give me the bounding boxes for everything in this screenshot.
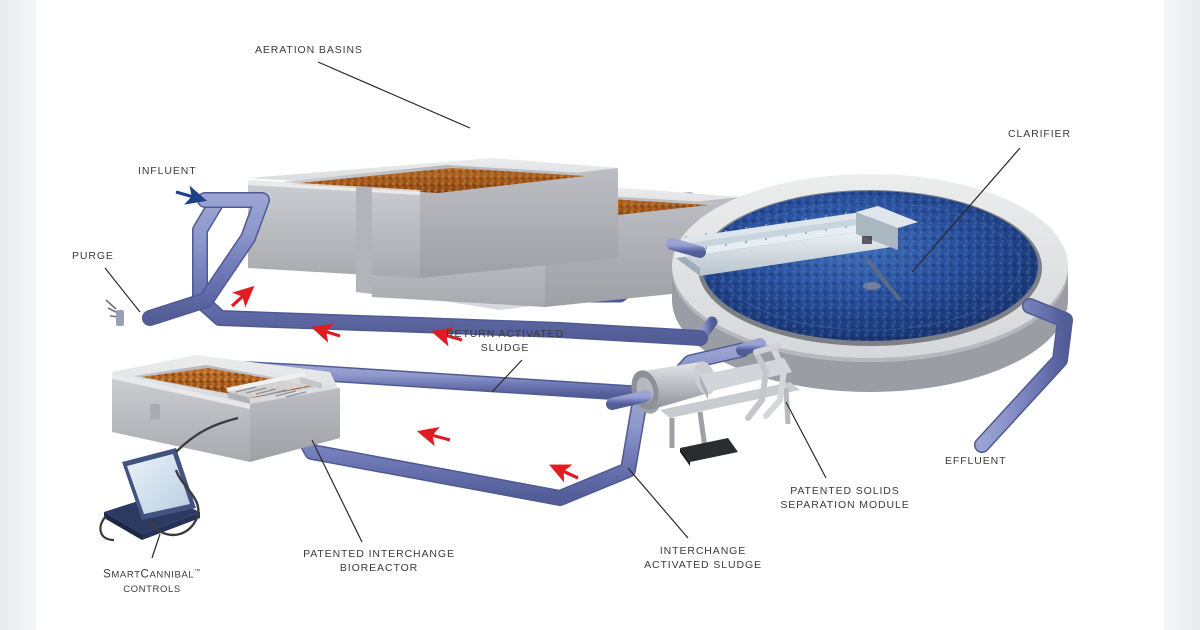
purge-pipe [105,299,157,326]
ras-arrow-1 [230,285,255,308]
trademark-symbol: ™ [194,569,201,575]
label-bioreactor-line1: PATENTED INTERCHANGE [303,548,455,560]
leader-ias [627,467,689,539]
flow-arrows [175,185,579,483]
solids-separation-module [606,343,800,466]
clarifier-bridge [676,206,918,276]
label-solids-line1: PATENTED SOLIDS [790,485,900,497]
label-purge: PURGE [72,250,114,262]
ias-arrow-2 [549,464,579,483]
label-patented-interchange-bioreactor: PATENTED INTERCHANGE BIOREACTOR [303,548,455,575]
label-controls-brand: SMARTCANNIBAL™ [103,565,201,583]
smartcannibal-controls-laptop [99,416,239,542]
ras-arrow-2 [310,323,341,343]
brand-s: S [103,568,112,581]
leader-aeration-basins [317,61,471,129]
aeration-basin-1 [248,158,620,294]
brand-c: C [140,568,150,581]
ras-arrow-3 [430,327,463,347]
label-smartcannibal-controls: SMARTCANNIBAL™ CONTROLS [103,565,201,597]
influent-pipe [142,192,270,326]
label-return-activated-sludge: RETURN ACTIVATED SLUDGE [446,328,564,355]
influent-arrow [175,185,208,205]
letterbox-right [1164,0,1200,630]
label-ias-line2: ACTIVATED SLUDGE [644,558,762,571]
leader-purge [104,267,141,313]
label-solids-line2: SEPARATION MODULE [780,498,910,511]
label-interchange-activated-sludge: INTERCHANGE ACTIVATED SLUDGE [644,545,762,572]
leader-bioreactor [311,439,363,543]
label-aeration-basins: AERATION BASINS [255,44,363,56]
bioreactor-module-grating [226,372,322,404]
letterbox-left [0,0,36,630]
effluent-pipe [974,298,1073,453]
clarifier [666,174,1068,392]
leader-clarifier [911,147,1021,273]
label-ras-line2: SLUDGE [480,341,530,354]
leader-ras [491,359,523,393]
label-ias-line1: INTERCHANGE [659,545,747,557]
label-bioreactor-line2: BIOREACTOR [339,561,419,574]
label-patented-solids-separation-module: PATENTED SOLIDS SEPARATION MODULE [780,485,909,512]
label-clarifier: CLARIFIER [1008,128,1071,140]
leader-lines [104,61,1021,559]
label-influent: INFLUENT [138,165,197,177]
brand-mart: MART [111,569,141,581]
label-ras-line1: RETURN ACTIVATED [446,328,564,340]
leader-controls [151,533,161,559]
label-controls-line2: CONTROLS [123,583,181,595]
label-effluent: EFFLUENT [945,455,1007,467]
interchange-bioreactor [112,355,340,462]
ias-arrow-1 [416,427,451,447]
brand-annibal: ANNIBAL [149,569,195,581]
leader-solids-module [785,401,827,479]
